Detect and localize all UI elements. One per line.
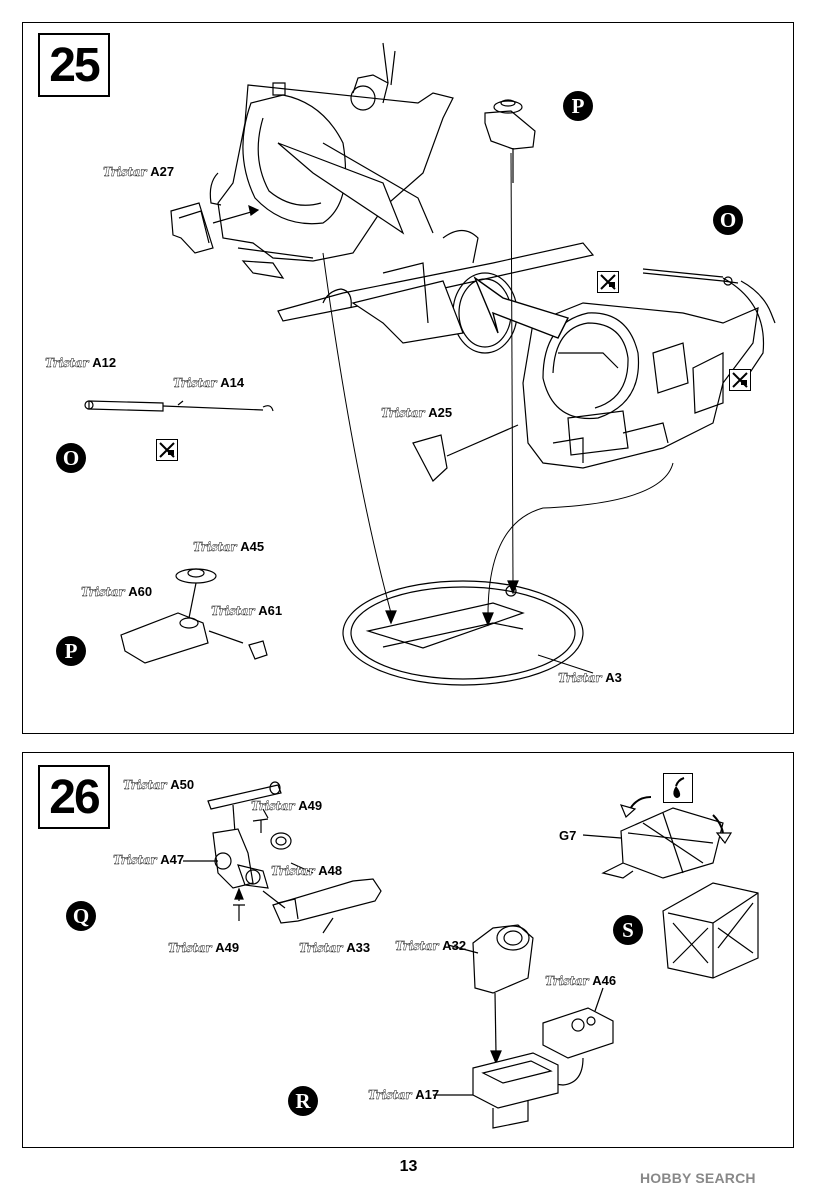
part-label-g7: G7	[559, 828, 577, 843]
do-not-use-icon	[156, 439, 178, 461]
watermark: HOBBY SEARCH	[640, 1170, 756, 1186]
marker-s: S	[613, 915, 643, 945]
marker-o-left: O	[56, 443, 86, 473]
step-25-panel: 25	[22, 22, 794, 734]
marker-q: Q	[66, 901, 96, 931]
marker-o-right: O	[713, 205, 743, 235]
step-26-drawing	[183, 781, 759, 1129]
marker-r: R	[288, 1086, 318, 1116]
do-not-use-icon	[729, 369, 751, 391]
step-number: 26	[38, 765, 110, 829]
marker-p-bottom: P	[56, 636, 86, 666]
glue-icon	[663, 773, 693, 803]
step-25-drawing	[84, 42, 776, 686]
step-number: 25	[38, 33, 110, 97]
step-26-panel: 26	[22, 752, 794, 1148]
marker-p-top: P	[563, 91, 593, 121]
do-not-use-icon	[597, 271, 619, 293]
page-number: 13	[399, 1158, 418, 1175]
